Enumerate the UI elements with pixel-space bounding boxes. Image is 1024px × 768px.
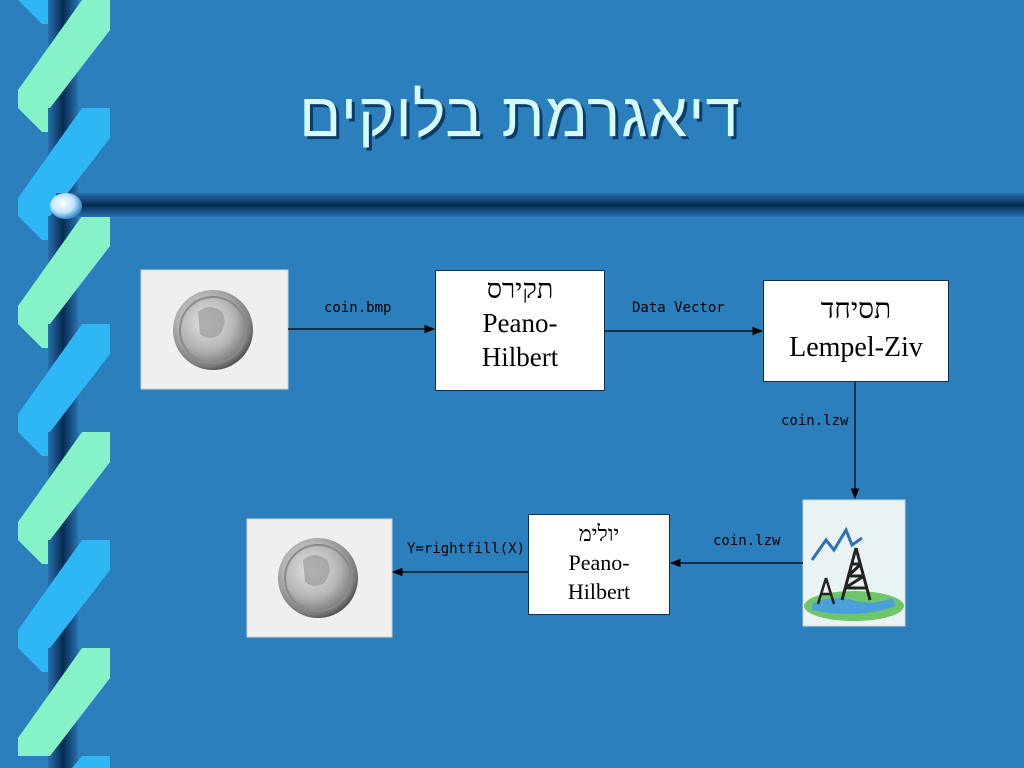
transmission-tower-image: [802, 499, 906, 627]
encode-block: תקירס Peano- Hilbert: [435, 270, 605, 391]
bar-knob: [50, 193, 82, 219]
decode-line2: Hilbert: [567, 579, 631, 604]
encode-line1: Peano-: [482, 308, 558, 338]
slide-title: דיאגרמת בלוקים: [299, 81, 741, 150]
output-coin-image: [246, 518, 393, 638]
compress-block: תסיחד Lempel-Ziv: [763, 280, 949, 382]
encode-heading: תקירס: [486, 274, 554, 304]
ribbon-front-stripes: [18, 0, 110, 768]
compress-line1: Lempel-Ziv: [789, 332, 923, 363]
label-lzw-down: coin.lzw: [781, 413, 849, 429]
input-coin-image: [140, 269, 289, 390]
compress-heading: תסיחד: [820, 294, 892, 325]
decode-heading: יולימ: [578, 521, 620, 546]
decode-line1: Peano-: [568, 550, 630, 575]
decode-block: יולימ Peano- Hilbert: [528, 514, 670, 615]
label-output-func: Y=rightfill(X): [407, 541, 526, 557]
label-data-vector: Data Vector: [632, 300, 725, 316]
label-input-file: coin.bmp: [324, 300, 392, 316]
encode-line2: Hilbert: [481, 342, 559, 372]
title-underline-bar: [56, 193, 1024, 217]
decorative-ribbon: [18, 0, 110, 768]
label-lzw-left: coin.lzw: [713, 533, 781, 549]
